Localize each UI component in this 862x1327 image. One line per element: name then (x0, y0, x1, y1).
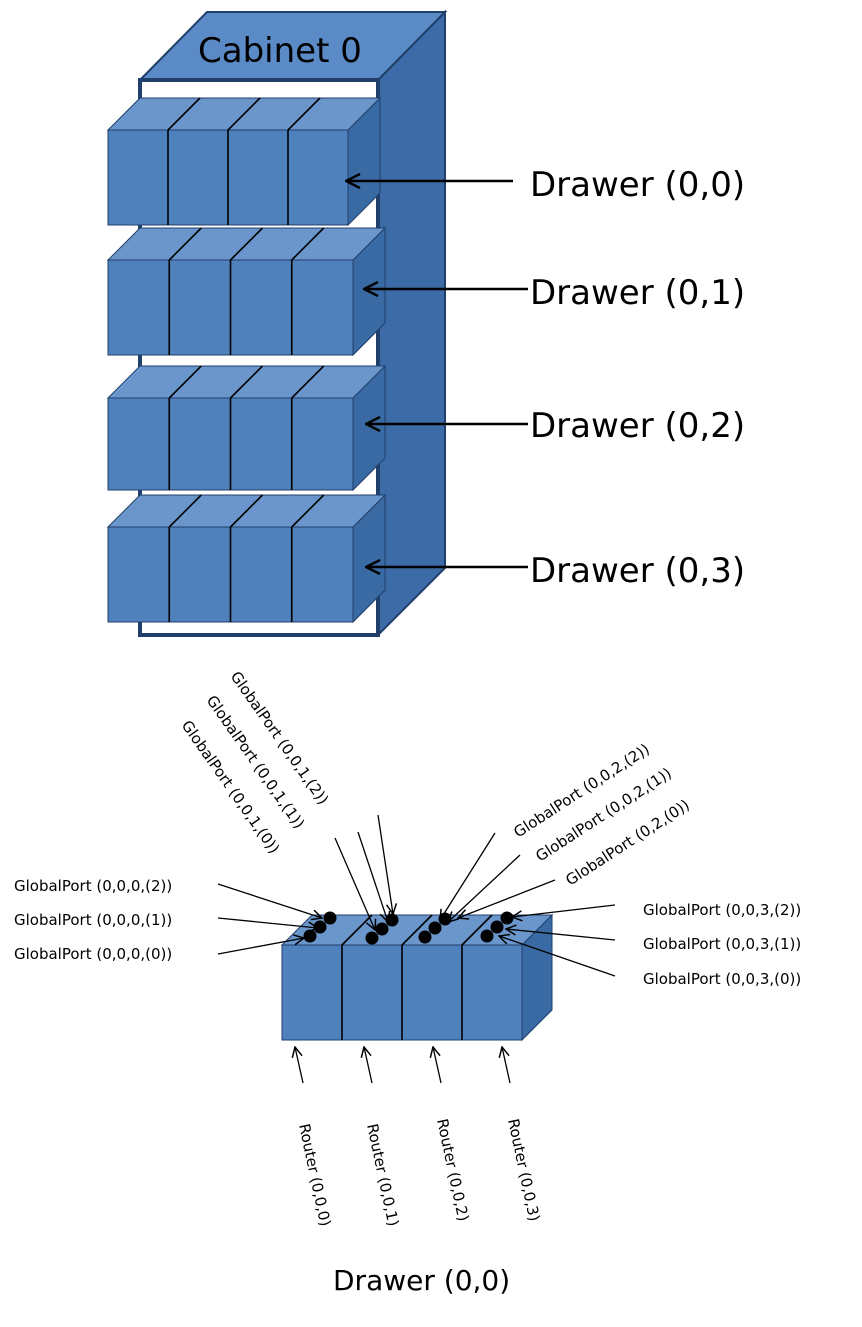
port-dot-4 (375, 922, 389, 936)
router-arrow-3 (502, 1047, 511, 1084)
cabinet-drawer-1-divider-top (229, 227, 264, 261)
port-dot-11 (500, 911, 514, 925)
router-label-1: Router (0,0,1) (363, 1122, 402, 1228)
cabinet-drawer-3 (106, 493, 387, 624)
router-labels: Router (0,0,0) Router (0,0,1) Router (0,… (295, 1117, 543, 1228)
port-dot-3 (365, 931, 379, 945)
drawer-label-2: Drawer (0,2) (530, 406, 745, 446)
port-dot-2 (323, 911, 337, 925)
port-label-0-0-3-1: GlobalPort (0,0,3,(1)) (643, 935, 801, 953)
cabinet-title: Cabinet 0 (198, 31, 362, 71)
port-dot-9 (480, 929, 494, 943)
port-arrows (217, 814, 616, 977)
detail-drawer-divider-top (461, 914, 493, 946)
cabinet-drawer-2-divider-top (229, 365, 264, 399)
cabinet-side (377, 9, 446, 638)
port-dot-7 (428, 921, 442, 935)
router-arrow-2 (433, 1047, 442, 1084)
cabinet-drawer-labels: Drawer (0,0) Drawer (0,1) Drawer (0,2) D… (530, 165, 745, 591)
detail-drawer-divider-top (401, 914, 433, 946)
cabinet-drawer-2-divider-top (168, 365, 202, 399)
cabinet-drawer-1-divider-top (168, 227, 202, 261)
detail-drawer (280, 913, 554, 1042)
port-arrow-11 (499, 936, 616, 977)
drawer-detail-title: Drawer (0,0) (333, 1264, 510, 1297)
port-arrow-6 (440, 832, 496, 920)
cabinet-arrows (346, 181, 528, 567)
cabinet-drawer-2-divider-top (291, 365, 325, 399)
cabinet-drawer-3-divider-top (229, 494, 264, 528)
port-dot-6 (418, 930, 432, 944)
cabinet-drawer-0-divider-top (227, 97, 261, 131)
port-label-0-0-0-1: GlobalPort (0,0,0,(1)) (14, 911, 172, 929)
cabinet-drawer-2 (106, 364, 387, 492)
router-arrows (295, 1047, 511, 1084)
port-label-0-0-0-0: GlobalPort (0,0,0,(0)) (14, 945, 172, 963)
port-arrow-8 (458, 879, 556, 918)
cabinet-drawer-1-divider-top (291, 227, 325, 261)
port-arrow-10 (506, 929, 616, 941)
drawer-label-0: Drawer (0,0) (530, 165, 745, 205)
cabinet-drawer-0-divider-top (287, 97, 321, 131)
port-arrow-2 (217, 938, 304, 955)
cabinet-drawer-0 (106, 96, 382, 227)
drawer-detail-box (280, 913, 554, 1042)
port-arrow-4 (357, 831, 388, 922)
cabinet-drawer-1 (106, 226, 387, 357)
port-dot-1 (313, 920, 327, 934)
port-label-0-0-0-2: GlobalPort (0,0,0,(2)) (14, 877, 172, 895)
cabinet-drawer-3-divider-top (291, 494, 325, 528)
cabinet-drawer-3-divider-top (168, 494, 202, 528)
port-arrow-1 (217, 917, 318, 928)
port-arrow-9 (512, 904, 616, 917)
port-dot-10 (490, 920, 504, 934)
router-label-3: Router (0,0,3) (504, 1117, 543, 1223)
port-arrow-3 (334, 837, 375, 930)
drawer-label-1: Drawer (0,1) (530, 273, 745, 313)
port-arrow-0 (217, 883, 322, 918)
router-label-0: Router (0,0,0) (295, 1122, 334, 1228)
router-arrow-0 (295, 1047, 304, 1084)
drawer-label-3: Drawer (0,3) (530, 551, 745, 591)
cabinet-drawers (106, 96, 387, 624)
port-label-0-2-0: GlobalPort (0,2,(0)) (562, 796, 693, 889)
port-arrow-5 (377, 814, 393, 914)
port-label-0-0-3-0: GlobalPort (0,0,3,(0)) (643, 970, 801, 988)
router-arrow-1 (364, 1047, 373, 1084)
cabinet-drawer-0-divider-top (167, 97, 201, 131)
port-dot-0 (303, 929, 317, 943)
port-label-0-0-3-2: GlobalPort (0,0,3,(2)) (643, 901, 801, 919)
router-label-2: Router (0,0,2) (433, 1117, 472, 1223)
